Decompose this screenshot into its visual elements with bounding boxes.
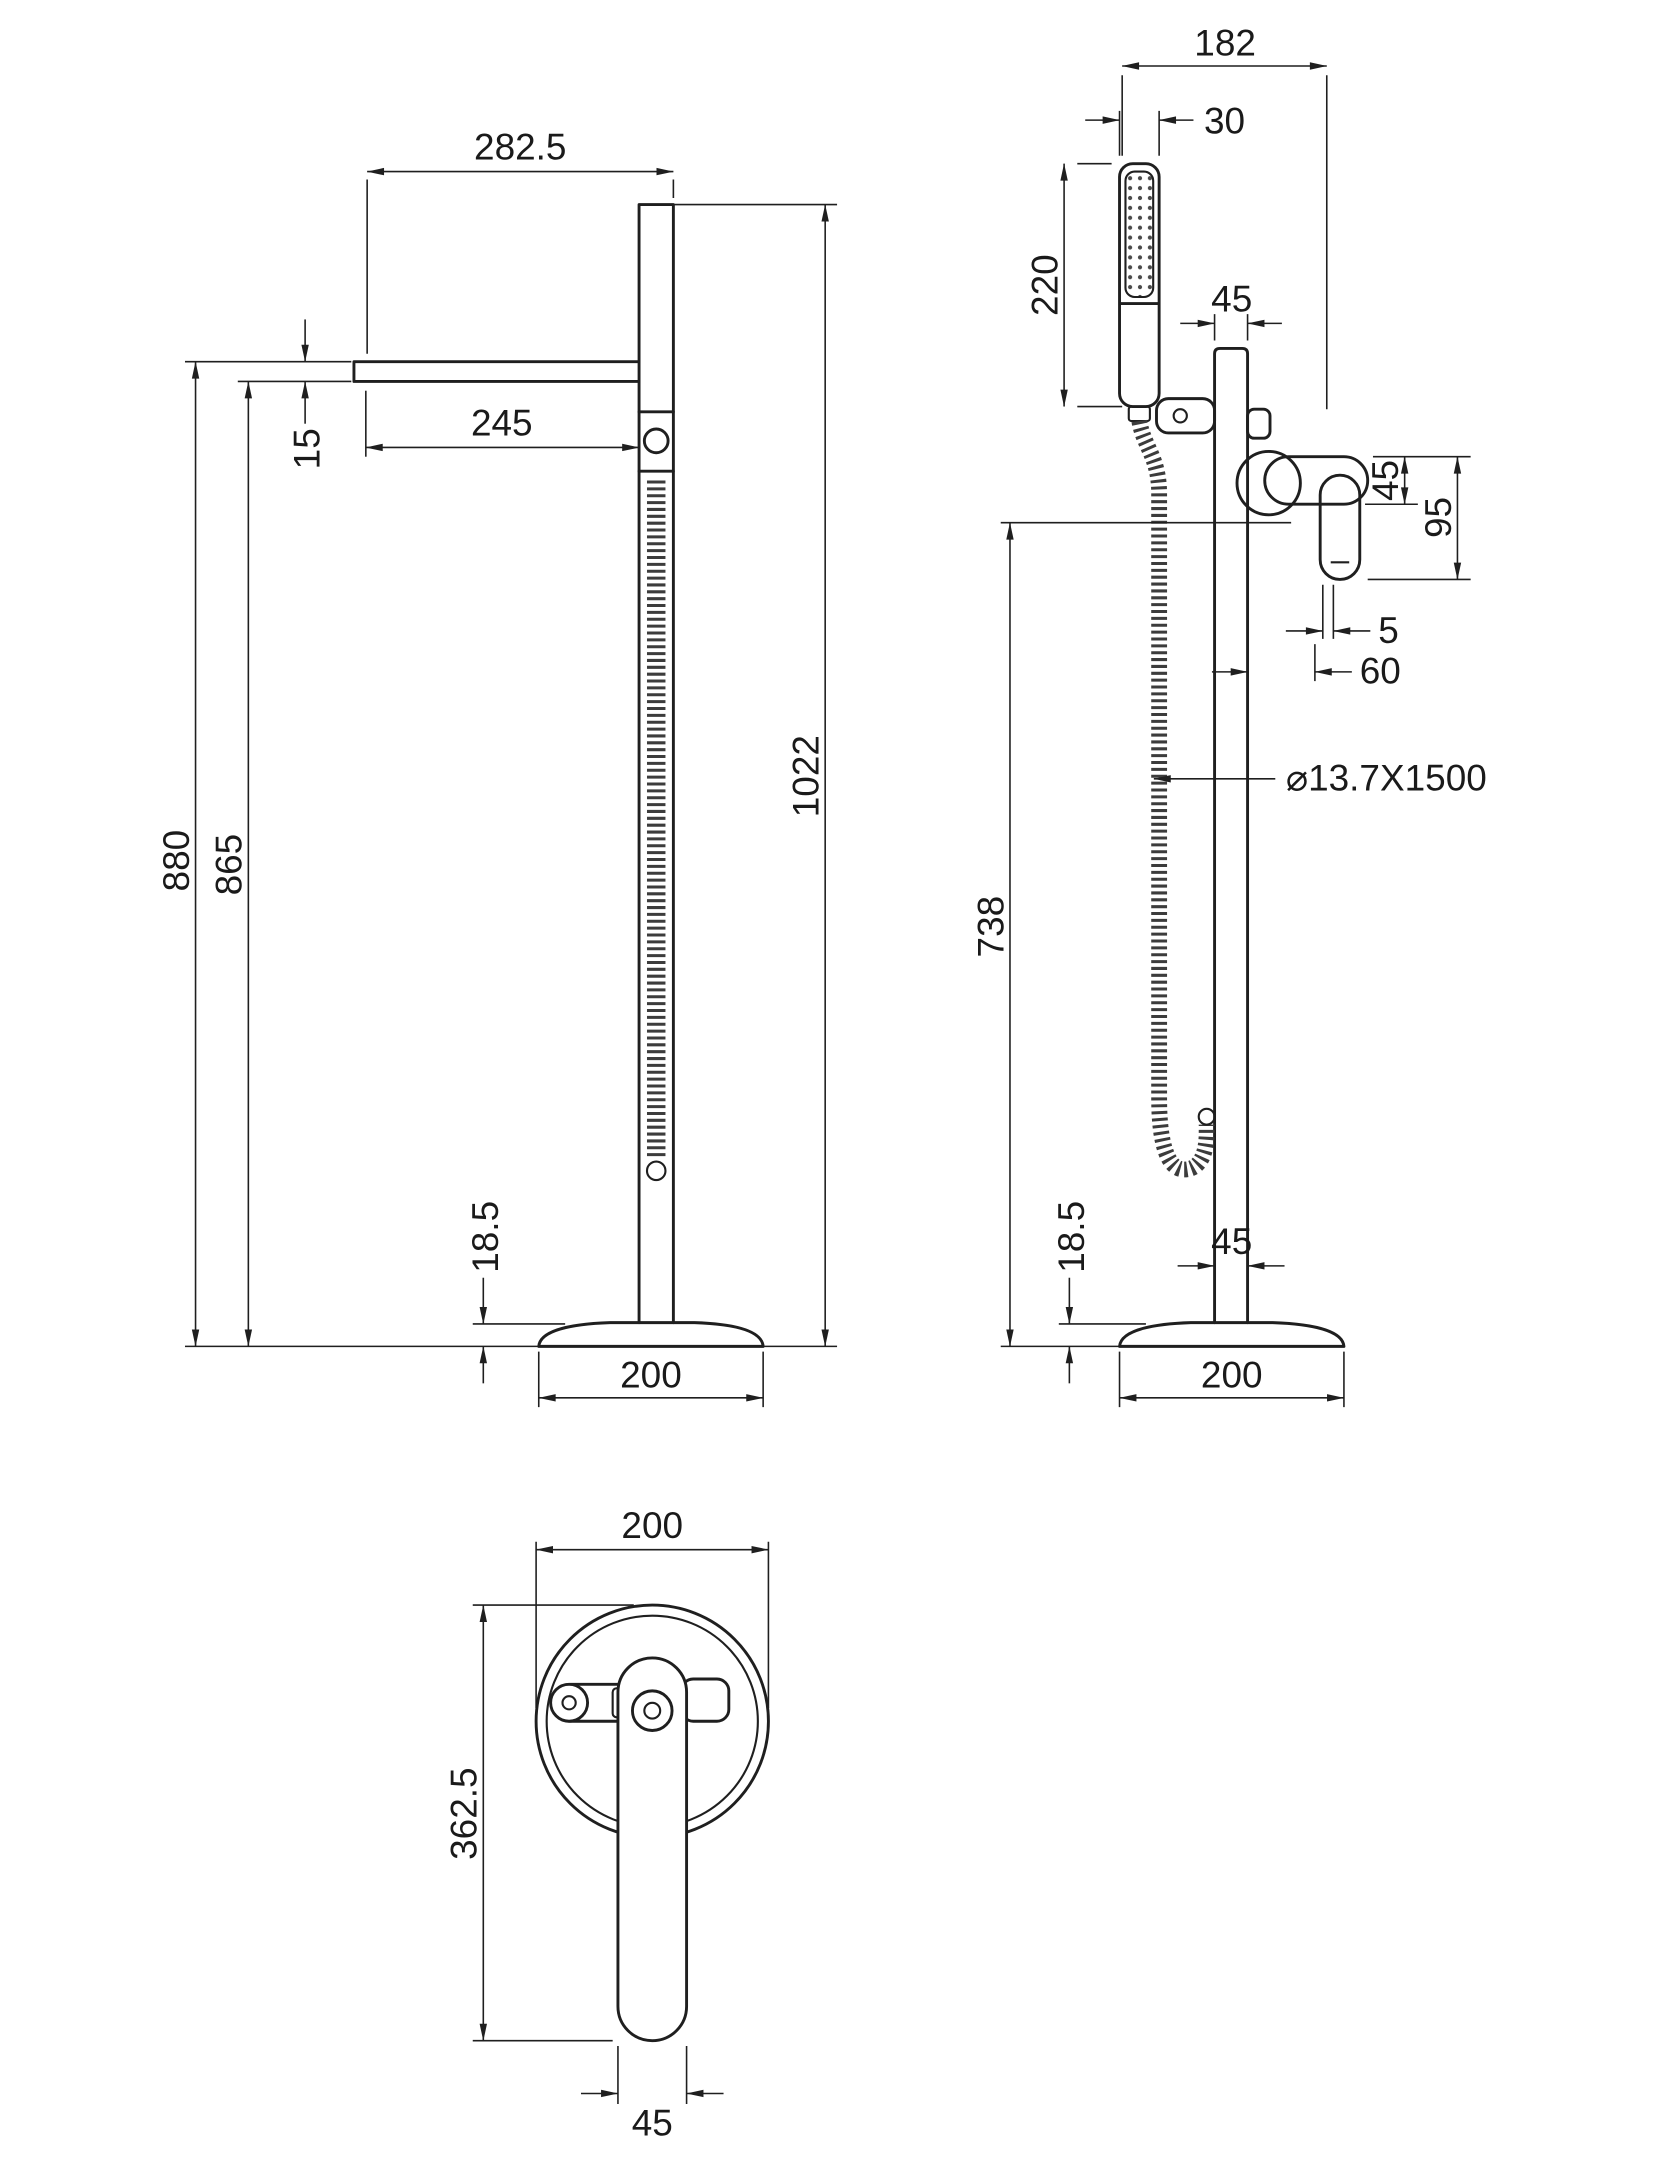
dim-spout-span: 282.5 xyxy=(474,127,566,168)
dim-height-under-spout: 865 xyxy=(209,834,250,896)
holder-pivot xyxy=(1172,408,1188,424)
hose-side xyxy=(1131,419,1215,1178)
dim-handle-height: 45 xyxy=(1365,460,1406,501)
diverter-knob xyxy=(1246,407,1272,440)
handset-face xyxy=(1124,170,1155,299)
flow-lever-knob-center xyxy=(561,1695,577,1711)
dim-base-diameter-side: 200 xyxy=(1201,1354,1263,1395)
dim-handle-to-spout-tip: 95 xyxy=(1418,497,1459,538)
lever-handle-side xyxy=(1263,455,1370,506)
front-view-dimensions: 282.5 15 245 880 865 1022 xyxy=(156,127,838,1408)
hose-nut xyxy=(1127,405,1151,423)
spout-front xyxy=(352,360,641,383)
dim-outlet-height: 738 xyxy=(970,896,1011,958)
dim-base-thickness-front: 18.5 xyxy=(465,1201,506,1273)
dim-handset-width: 30 xyxy=(1204,100,1245,141)
handle-hub xyxy=(631,1689,674,1732)
mixer-body xyxy=(1235,449,1302,517)
dim-overall-depth: 182 xyxy=(1194,22,1256,63)
handset-holder xyxy=(1155,397,1217,435)
dim-handle-width: 45 xyxy=(632,2103,673,2144)
dim-height-to-spout-top: 880 xyxy=(156,830,197,892)
dim-base-diameter-plan: 200 xyxy=(621,1505,683,1546)
lever-handle-plan xyxy=(616,1656,689,2043)
spout-plan xyxy=(679,1677,731,1723)
side-view: 182 30 220 45 45 95 xyxy=(970,22,1487,1408)
side-view-outlines xyxy=(1118,162,1370,1348)
riser-column-side xyxy=(1213,347,1250,1325)
dim-riser-width-lower: 45 xyxy=(1211,1221,1252,1262)
dim-handle-reach: 362.5 xyxy=(444,1767,485,1859)
dim-spout-tip-offset: 5 xyxy=(1378,610,1399,651)
base-side xyxy=(1118,1321,1346,1348)
flow-lever-knob xyxy=(549,1682,590,1723)
side-view-dimensions: 182 30 220 45 45 95 xyxy=(970,22,1487,1408)
hose-end-side xyxy=(1197,1107,1216,1126)
plan-view-dimensions: 200 362.5 45 xyxy=(444,1505,770,2144)
dim-handset-length: 220 xyxy=(1024,254,1065,316)
dim-hose-spec: ⌀13.7X1500 xyxy=(1286,758,1487,799)
plan-view-outlines xyxy=(534,1603,770,2043)
dim-base-diameter-front: 200 xyxy=(620,1354,682,1395)
dim-base-thickness-side: 18.5 xyxy=(1051,1201,1092,1273)
front-view-outlines xyxy=(352,203,765,1348)
hose-end-front xyxy=(645,1160,667,1182)
riser-column-front xyxy=(637,203,675,1325)
dim-riser-width-upper: 45 xyxy=(1211,279,1252,320)
dim-spout-thickness: 15 xyxy=(287,428,328,469)
handle-hub-center xyxy=(643,1701,662,1720)
spout-drop-side xyxy=(1318,473,1362,581)
dim-overall-height: 1022 xyxy=(786,735,827,817)
dim-spout-projection: 60 xyxy=(1360,651,1401,692)
plan-view: 200 362.5 45 xyxy=(444,1505,770,2144)
dim-spout-reach: 245 xyxy=(471,403,533,444)
column-joint-lines-front xyxy=(637,410,675,473)
base-front xyxy=(537,1321,765,1348)
hose-elbow-front xyxy=(642,427,670,455)
front-view: 282.5 15 245 880 865 1022 xyxy=(156,127,838,1408)
